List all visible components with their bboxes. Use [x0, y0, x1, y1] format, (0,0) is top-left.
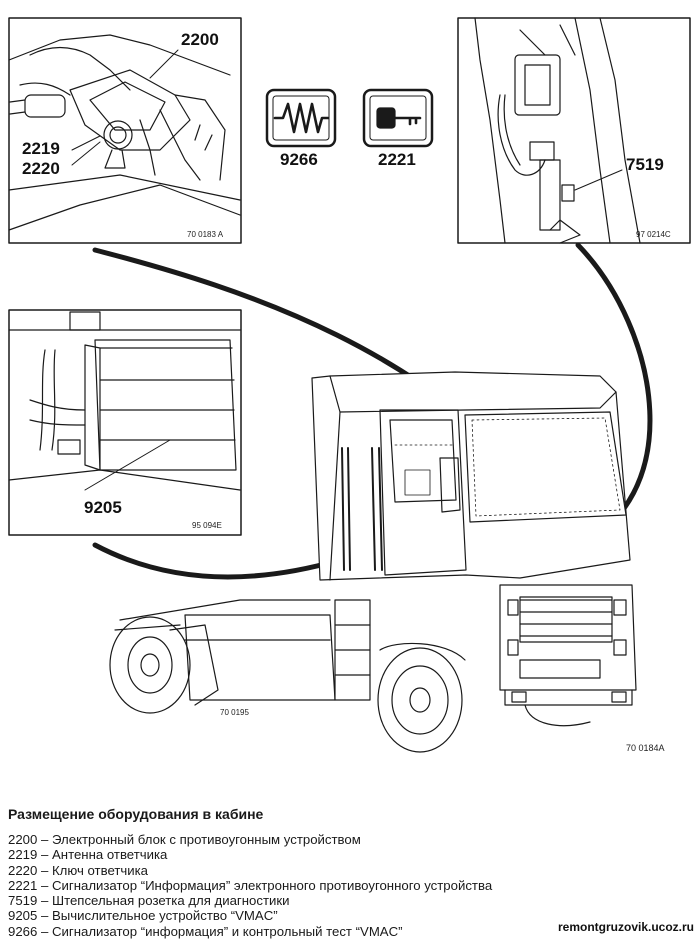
- truck-drawing: [109, 371, 637, 753]
- legend-item: 2200 – Электронный блок с противоугонным…: [8, 832, 361, 847]
- legend-item: 2219 – Антенна ответчика: [8, 847, 168, 863]
- legend-item: 7519 – Штепсельная розетка для диагности…: [8, 893, 290, 909]
- caption-block: Размещение оборудования в кабине 2200 – …: [8, 806, 698, 939]
- figure-ref-overall: 70 0184A: [626, 743, 665, 753]
- label-2220: 2220: [22, 159, 60, 178]
- label-2200: 2200: [181, 30, 219, 49]
- panel-ignition-detail: [8, 17, 242, 244]
- panel-diagnostic-socket-detail: [457, 17, 691, 244]
- caption-title: Размещение оборудования в кабине: [8, 806, 264, 822]
- label-7519: 7519: [626, 155, 664, 174]
- label-2221: 2221: [378, 150, 416, 169]
- watermark: remontgruzovik.ucoz.ru: [557, 920, 694, 934]
- waveform-icon: [265, 88, 337, 148]
- panel-vmac-unit-detail: [8, 309, 242, 536]
- label-2219: 2219: [22, 139, 60, 158]
- legend-item: 2221 – Сигнализатор “Информация” электро…: [8, 877, 493, 893]
- figure-ref-top-right: 97 0214C: [636, 230, 671, 239]
- label-9266: 9266: [280, 150, 318, 169]
- legend-item: 2220 – Ключ ответчика: [8, 862, 149, 878]
- legend-item: 9266 – Сигнализатор “информация” и контр…: [8, 923, 403, 939]
- figure-ref-middle-left: 95 094E: [192, 521, 222, 530]
- figure-ref-truck: 70 0195: [220, 708, 249, 717]
- label-9205: 9205: [84, 498, 122, 517]
- key-icon: [362, 88, 434, 148]
- figure-ref-top-left: 70 0183 A: [187, 230, 224, 239]
- legend-item: 9205 – Вычислительное устройство “VMAC”: [8, 908, 278, 924]
- equipment-layout-diagram: [8, 17, 691, 753]
